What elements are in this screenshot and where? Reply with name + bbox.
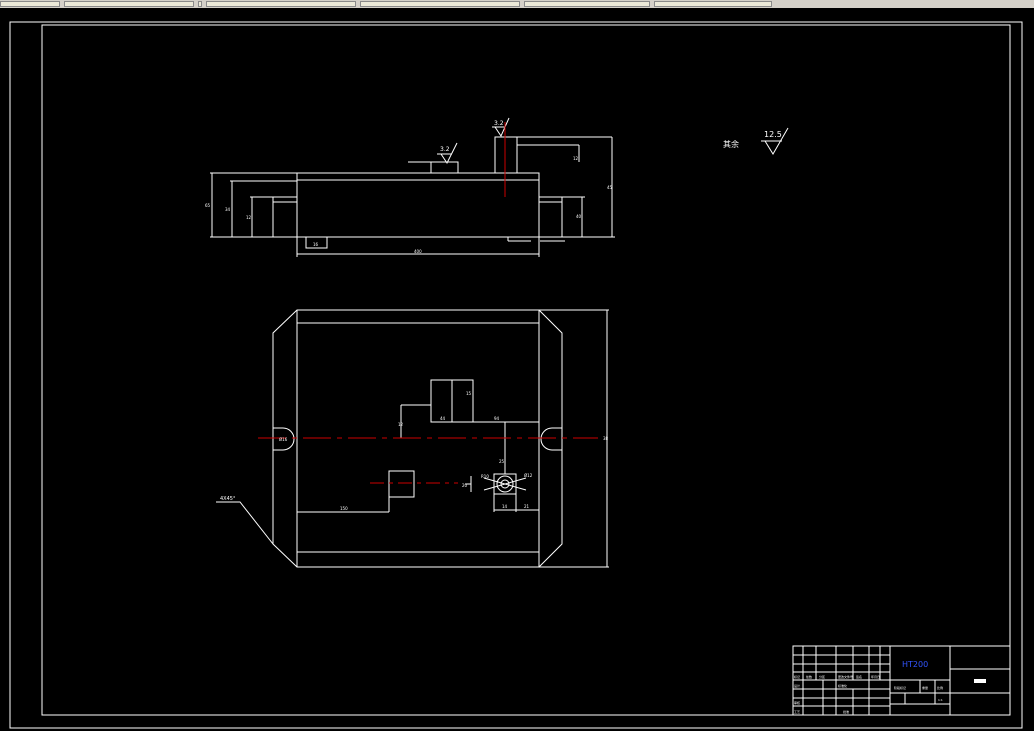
mid-label: 比例: [937, 685, 943, 690]
front-main-body: [296, 172, 540, 238]
top-dim-25: 25: [499, 459, 505, 464]
header-cell: 年月日: [871, 674, 880, 679]
roughness-symbol-top: [440, 142, 458, 164]
title-block: [792, 645, 1011, 716]
mid-label: 阶段标记: [894, 685, 906, 690]
top-hole-frame: [493, 473, 517, 495]
title-block-header-texts: 标记 处数 分区 更改文件号 签名 年月日: [794, 674, 880, 679]
top-dim-12: 12: [398, 422, 404, 427]
remaining-roughness-value: 12.5: [764, 130, 782, 139]
title-block-row-labels: 设计 标准化 审核 工艺 批准: [794, 683, 849, 714]
top-dim-44: 44: [440, 416, 446, 421]
top-dim-150: 150: [340, 506, 348, 511]
toolbar-cell[interactable]: [64, 1, 194, 7]
front-dim-pocket-depth: 12: [573, 156, 579, 161]
toolbar-cell[interactable]: [198, 1, 202, 7]
top-hole-inner: [500, 479, 510, 489]
row-label: 工艺: [794, 709, 800, 714]
top-dim-20: 20: [462, 483, 468, 488]
front-dim-step-height: 12: [246, 215, 252, 220]
front-dim-overall-height: 65: [205, 203, 211, 208]
header-cell: 分区: [819, 674, 825, 679]
top-dim-r: R10: [481, 474, 489, 479]
left-u-slot: [273, 427, 295, 451]
top-dim-15: 15: [466, 391, 472, 396]
header-cell: 处数: [806, 674, 812, 679]
row-label: 标准化: [838, 683, 847, 688]
top-dim-94: 94: [494, 416, 500, 421]
top-dim-14: 14: [502, 504, 508, 509]
front-dim-length: 400: [414, 249, 422, 254]
front-roughness-riser: 3.2: [494, 120, 504, 127]
top-view: [216, 309, 609, 568]
title-block-part-name: HT200: [902, 660, 928, 669]
header-cell: 更改文件号: [838, 674, 853, 679]
top-dim-chamfer: 4X45°: [220, 496, 236, 502]
remaining-roughness-label: 其余: [723, 139, 739, 149]
front-bottom-slot: [305, 236, 328, 249]
front-dim-right-height: 40: [576, 214, 582, 219]
top-hole-outer: [496, 475, 514, 493]
toolbar-strip: [0, 0, 1034, 8]
front-riser: [494, 136, 518, 174]
front-roughness-top: 3.2: [440, 146, 450, 153]
header-cell: 签名: [856, 674, 862, 679]
title-block-mid-labels: 阶段标记 重量 比例 1:1: [894, 685, 943, 702]
front-dim-slot: 16: [313, 242, 319, 247]
front-view: [210, 117, 615, 257]
right-u-slot: [540, 427, 562, 451]
title-block-scale: 1:1: [938, 698, 943, 702]
front-dim-boss-height: 45: [607, 185, 613, 190]
outer-sheet-border: [9, 21, 1023, 729]
toolbar-cell[interactable]: [654, 1, 772, 7]
title-block-drawing-no-mark: [974, 679, 986, 683]
roughness-symbol-remaining: [764, 127, 789, 155]
remaining-roughness: 其余 12.5: [723, 127, 789, 155]
inner-sheet-border: [41, 24, 1011, 716]
front-dim-inner-height: 34: [225, 207, 231, 212]
top-dim-hole: Ø12: [524, 473, 533, 478]
toolbar-cell[interactable]: [0, 1, 60, 7]
chamfer-leader: [216, 501, 274, 545]
toolbar-cell[interactable]: [206, 1, 356, 7]
top-dim-21: 21: [524, 504, 530, 509]
header-cell: 标记: [794, 674, 800, 679]
top-dim-width: 38: [603, 436, 609, 441]
toolbar-cell[interactable]: [524, 1, 650, 7]
top-lower-block: [388, 470, 415, 498]
top-dim-phi: Ø16: [279, 437, 288, 442]
row-label: 审核: [794, 700, 800, 705]
roughness-symbol-riser: [494, 117, 510, 138]
toolbar-cell[interactable]: [360, 1, 520, 7]
mid-label: 重量: [922, 685, 928, 690]
front-top-boss: [430, 161, 459, 174]
row-label: 批准: [843, 709, 849, 714]
drawing-canvas[interactable]: 3.2 3.2 65 34 12 12 40 45 16 400: [0, 8, 1034, 731]
row-label: 设计: [794, 683, 800, 688]
